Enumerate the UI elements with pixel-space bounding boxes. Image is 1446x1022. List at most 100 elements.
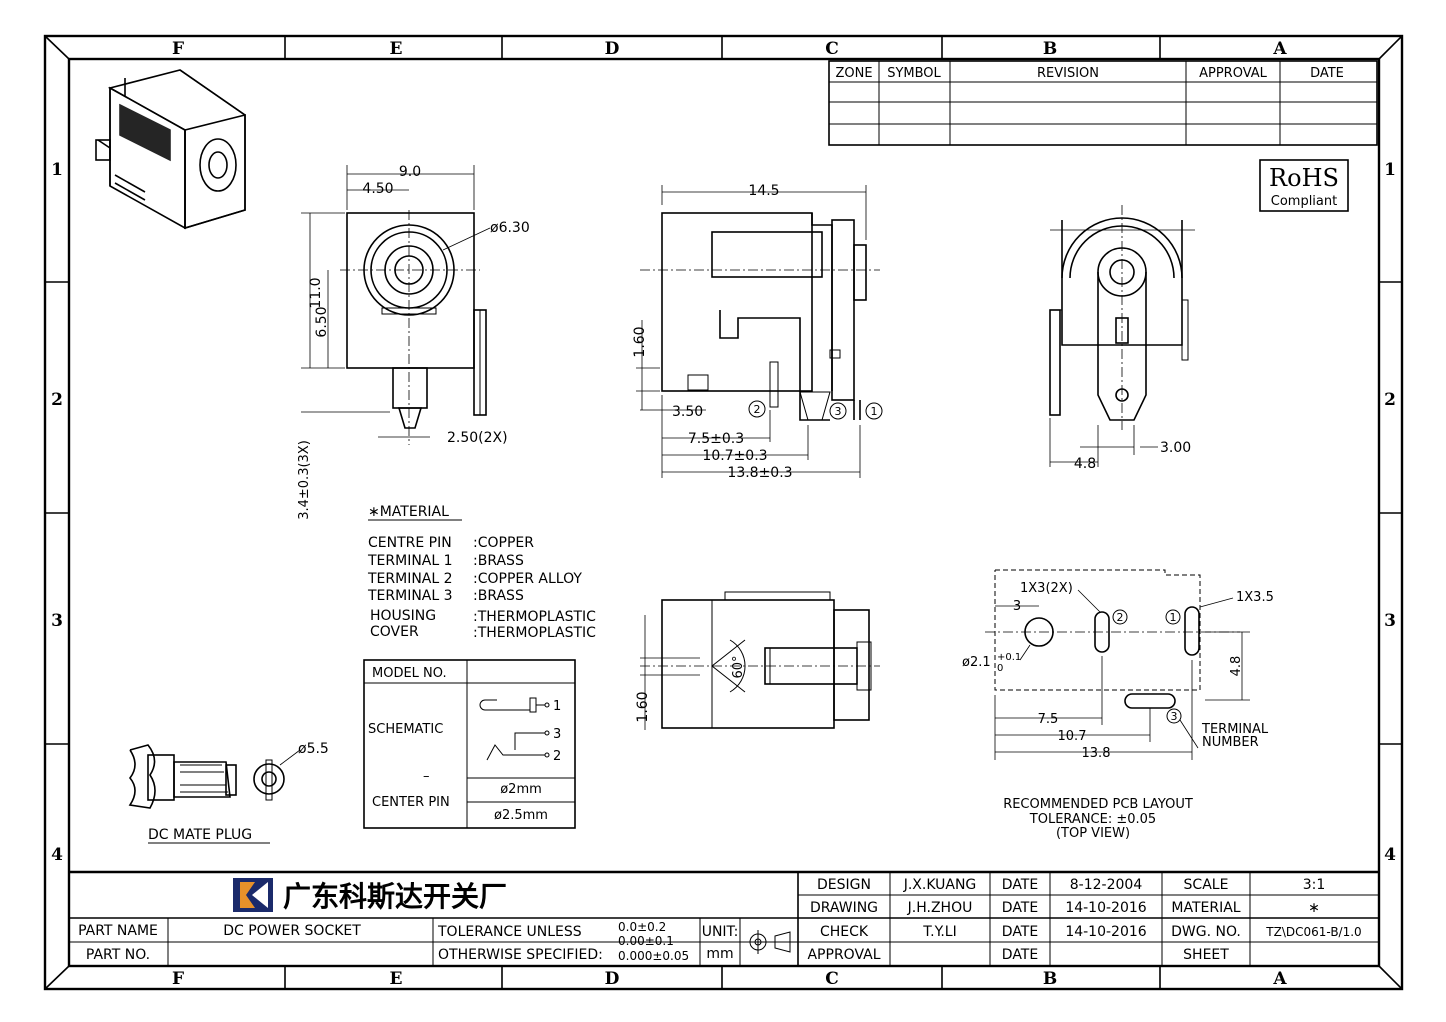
revision-header-date: DATE	[1310, 66, 1344, 81]
company-name: 广东科斯达开关厂	[283, 880, 507, 913]
model-no-label: MODEL NO.	[372, 666, 447, 681]
side-term-3: 3	[835, 405, 842, 418]
tolerance-value-3: 0.000±0.05	[618, 949, 689, 963]
bottom-dim-h: 1.60	[635, 691, 651, 722]
material-part: CENTRE PIN	[368, 535, 452, 551]
revision-table: ZONE SYMBOL REVISION APPROVAL DATE	[828, 60, 1378, 146]
tolerance-line-2: OTHERWISE SPECIFIED:	[438, 947, 603, 963]
side-term-1: 1	[871, 405, 878, 418]
company-logo	[233, 878, 273, 912]
material-part: TERMINAL 1	[367, 553, 453, 569]
check-date: 14-10-2016	[1065, 924, 1146, 940]
side-dim-350: 3.50	[672, 404, 703, 420]
rear-dim-300: 3.00	[1160, 440, 1191, 456]
model-dash: –	[423, 769, 430, 784]
rohs-mark: RoHS Compliant	[1259, 159, 1349, 212]
side-term-2: 2	[754, 403, 761, 416]
schematic-symbol: 1 3 2	[479, 697, 561, 764]
projection-symbol	[746, 930, 791, 954]
bottom-view: 60° 1.60	[635, 591, 880, 730]
plug-label: DC MATE PLUG	[148, 827, 252, 843]
front-dim-height: 11.0	[308, 277, 324, 308]
date-label: DATE	[1002, 877, 1038, 893]
pcb-dim-3: 3	[1013, 599, 1021, 614]
part-name-label: PART NAME	[78, 923, 158, 939]
pcb-dim-107: 10.7	[1058, 729, 1087, 744]
rohs-title: RoHS	[1269, 164, 1339, 192]
front-dim-dia: ø6.30	[490, 220, 530, 236]
date-label: DATE	[1002, 900, 1038, 916]
plug-dim: ø5.5	[298, 741, 329, 757]
material-value: :BRASS	[473, 588, 524, 604]
revision-header-approval: APPROVAL	[1199, 66, 1268, 81]
side-dim-75: 7.5±0.3	[688, 431, 744, 447]
front-dim-pin-len: 3.4±0.3(3X)	[297, 440, 312, 520]
col-label-bottom: C	[825, 969, 839, 989]
unit-value: mm	[706, 946, 733, 962]
title-block: 广东科斯达开关厂 DESIGN J.X.KUANG DATE 8-12-2004…	[69, 870, 1379, 966]
material-value: :COPPER	[473, 535, 534, 551]
design-name: J.X.KUANG	[903, 877, 977, 893]
row-label-right: 2	[1384, 390, 1396, 410]
pcb-caption-3: (TOP VIEW)	[1056, 826, 1130, 841]
rear-view: 4.8 3.00	[1049, 205, 1195, 472]
material-value: :THERMOPLASTIC	[473, 609, 596, 625]
col-label-top: C	[825, 39, 839, 59]
check-name: T.Y.LI	[922, 924, 956, 940]
pcb-num-2: 2	[1117, 611, 1124, 624]
pcb-dia-tol-dn: 0	[997, 663, 1003, 674]
pcb-layout: 2 1 3 1X3(2X) 1X3.5 3 ø2.1 +0.1 0 4.8 7.…	[962, 569, 1274, 841]
drawing-label: DRAWING	[810, 900, 878, 916]
side-dim-h: 1.60	[632, 326, 648, 357]
pcb-num-3: 3	[1171, 710, 1178, 723]
front-dim-center: 6.50	[314, 306, 330, 337]
col-label-bottom: F	[172, 969, 184, 989]
pcb-term-label-2: NUMBER	[1202, 735, 1259, 750]
center-pin-label: CENTER PIN	[372, 795, 450, 810]
material-part: HOUSING	[370, 608, 436, 624]
col-label-bottom: B	[1043, 969, 1057, 989]
side-dim-length: 14.5	[748, 183, 779, 199]
front-dim-width: 9.0	[399, 164, 421, 180]
col-label-top: B	[1043, 39, 1057, 59]
pcb-caption-1: RECOMMENDED PCB LAYOUT	[1003, 797, 1193, 812]
design-date: 8-12-2004	[1070, 877, 1143, 893]
part-no-label: PART NO.	[86, 947, 150, 963]
col-label-top: D	[605, 39, 620, 59]
row-label-left: 2	[51, 390, 63, 410]
row-label-left: 1	[51, 160, 63, 180]
material-list: ∗MATERIAL CENTRE PIN :COPPER TERMINAL 1 …	[367, 504, 596, 641]
revision-header-zone: ZONE	[835, 66, 872, 81]
pcb-slot-1: 1X3.5	[1236, 590, 1274, 605]
bottom-angle: 60°	[731, 655, 746, 678]
col-label-top: F	[172, 39, 184, 59]
model-table: MODEL NO. SCHEMATIC – CENTER PIN ø2mm ø2…	[363, 659, 576, 829]
schematic-label: SCHEMATIC	[368, 722, 443, 737]
row-label-right: 1	[1384, 160, 1396, 180]
row-label-left: 3	[51, 611, 63, 631]
pcb-dim-138: 13.8	[1082, 746, 1111, 761]
rear-dim-48: 4.8	[1074, 456, 1096, 472]
material-part: TERMINAL 3	[367, 588, 453, 604]
pcb-dim-75: 7.5	[1038, 712, 1059, 727]
material-label: MATERIAL	[1171, 900, 1240, 916]
col-label-bottom: A	[1272, 969, 1287, 989]
material-part: COVER	[370, 624, 419, 640]
schematic-num-3: 3	[553, 727, 561, 742]
mate-plug: ø5.5 DC MATE PLUG	[128, 741, 329, 844]
schematic-num-2: 2	[553, 749, 561, 764]
pcb-slot-2x: 1X3(2X)	[1020, 581, 1073, 596]
pcb-num-1: 1	[1170, 611, 1177, 624]
tolerance-value-2: 0.00±0.1	[618, 934, 674, 948]
dwg-label: DWG. NO.	[1171, 924, 1241, 940]
pcb-dim-48: 4.8	[1229, 656, 1244, 677]
col-label-bottom: E	[390, 969, 403, 989]
sheet-label: SHEET	[1183, 947, 1229, 963]
pcb-term-label-1: TERMINAL	[1201, 722, 1269, 737]
revision-header-symbol: SYMBOL	[887, 66, 941, 81]
row-label-left: 4	[51, 845, 63, 865]
col-label-top: E	[390, 39, 403, 59]
unit-label: UNIT:	[702, 924, 739, 940]
material-value: ∗	[1308, 900, 1320, 916]
